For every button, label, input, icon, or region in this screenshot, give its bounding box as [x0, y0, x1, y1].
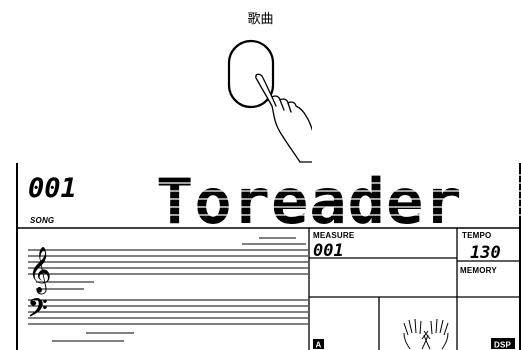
two-hands-icon [403, 318, 449, 350]
song-number: 001 [28, 173, 77, 204]
dsp-badge [491, 338, 515, 349]
tempo-value: 130 [470, 243, 501, 263]
dsp-label: DSP [494, 341, 512, 350]
bass-clef-icon: 𝄢 [28, 294, 47, 329]
button-caption: 歌曲 [247, 12, 274, 27]
pointing-hand-icon [255, 73, 312, 163]
treble-clef-icon: 𝄞 [28, 247, 52, 295]
song-name: Toreader [156, 165, 463, 238]
lcd-display: 001 SONG Toreader 𝄞 𝄢 MEASU [16, 163, 521, 350]
tempo-label: TEMPO [462, 231, 491, 240]
mode-a-badge [313, 339, 324, 349]
song-button[interactable] [222, 36, 312, 166]
song-label: SONG [30, 216, 54, 225]
measure-label: MEASURE [313, 231, 355, 240]
memory-label: MEMORY [460, 266, 497, 275]
measure-value: 001 [313, 241, 344, 261]
music-staff [28, 237, 308, 342]
mode-a-label: A [316, 341, 322, 350]
